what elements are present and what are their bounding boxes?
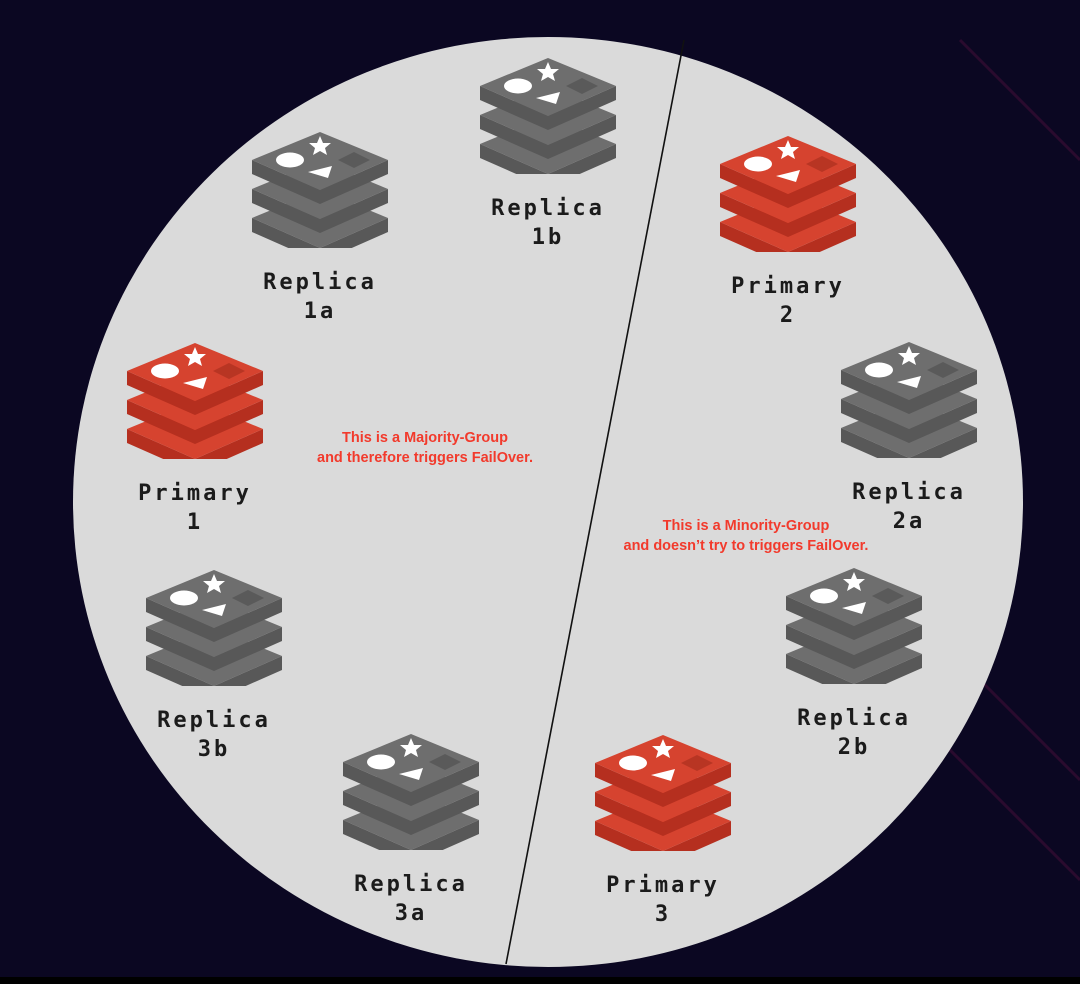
- node-replica-3a: Replica 3a: [341, 732, 481, 928]
- node-replica-1b: Replica 1b: [478, 56, 618, 252]
- node-id: 1: [186, 510, 204, 535]
- node-role: Primary: [606, 873, 720, 898]
- node-label: Replica 2b: [784, 704, 924, 762]
- node-role: Primary: [731, 274, 845, 299]
- node-primary-3: Primary 3: [593, 733, 733, 929]
- replica-database-icon: [841, 342, 977, 458]
- node-id: 2b: [837, 735, 871, 760]
- node-id: 2: [779, 303, 797, 328]
- node-replica-3b: Replica 3b: [144, 568, 284, 764]
- note-line: This is a Majority-Group: [342, 430, 508, 446]
- node-role: Replica: [491, 196, 605, 221]
- note-line: This is a Minority-Group: [662, 518, 830, 534]
- node-label: Primary 3: [593, 871, 733, 929]
- replica-database-icon: [146, 570, 282, 686]
- node-replica-1a: Replica 1a: [250, 130, 390, 326]
- node-label: Replica 3b: [144, 706, 284, 764]
- primary-database-icon: [127, 343, 263, 459]
- node-id: 1a: [303, 299, 337, 324]
- note-line: and therefore triggers FailOver.: [317, 450, 533, 466]
- node-id: 3: [654, 902, 672, 927]
- node-id: 1b: [531, 225, 565, 250]
- node-role: Replica: [354, 872, 468, 897]
- node-role: Replica: [263, 270, 377, 295]
- node-id: 2a: [892, 509, 926, 534]
- node-role: Replica: [157, 708, 271, 733]
- node-id: 3b: [197, 737, 231, 762]
- majority-group-note: This is a Majority-Group and therefore t…: [265, 428, 585, 468]
- node-replica-2a: Replica 2a: [839, 340, 979, 536]
- replica-database-icon: [480, 58, 616, 174]
- minority-group-note: This is a Minority-Group and doesn’t try…: [586, 516, 906, 556]
- node-primary-1: Primary 1: [125, 341, 265, 537]
- node-role: Replica: [797, 706, 911, 731]
- primary-database-icon: [595, 735, 731, 851]
- node-label: Replica 1a: [250, 268, 390, 326]
- replica-database-icon: [343, 734, 479, 850]
- primary-database-icon: [720, 136, 856, 252]
- node-role: Replica: [852, 480, 966, 505]
- node-label: Replica 1b: [478, 194, 618, 252]
- replica-database-icon: [252, 132, 388, 248]
- node-label: Replica 2a: [839, 478, 979, 536]
- bottom-bar: [0, 977, 1080, 984]
- node-label: Primary 2: [718, 272, 858, 330]
- node-role: Primary: [138, 481, 252, 506]
- note-line: and doesn’t try to triggers FailOver.: [623, 538, 869, 554]
- replica-database-icon: [786, 568, 922, 684]
- node-id: 3a: [394, 901, 428, 926]
- node-replica-2b: Replica 2b: [784, 566, 924, 762]
- node-label: Replica 3a: [341, 870, 481, 928]
- node-primary-2: Primary 2: [718, 134, 858, 330]
- node-label: Primary 1: [125, 479, 265, 537]
- cluster-disc: [73, 37, 1023, 967]
